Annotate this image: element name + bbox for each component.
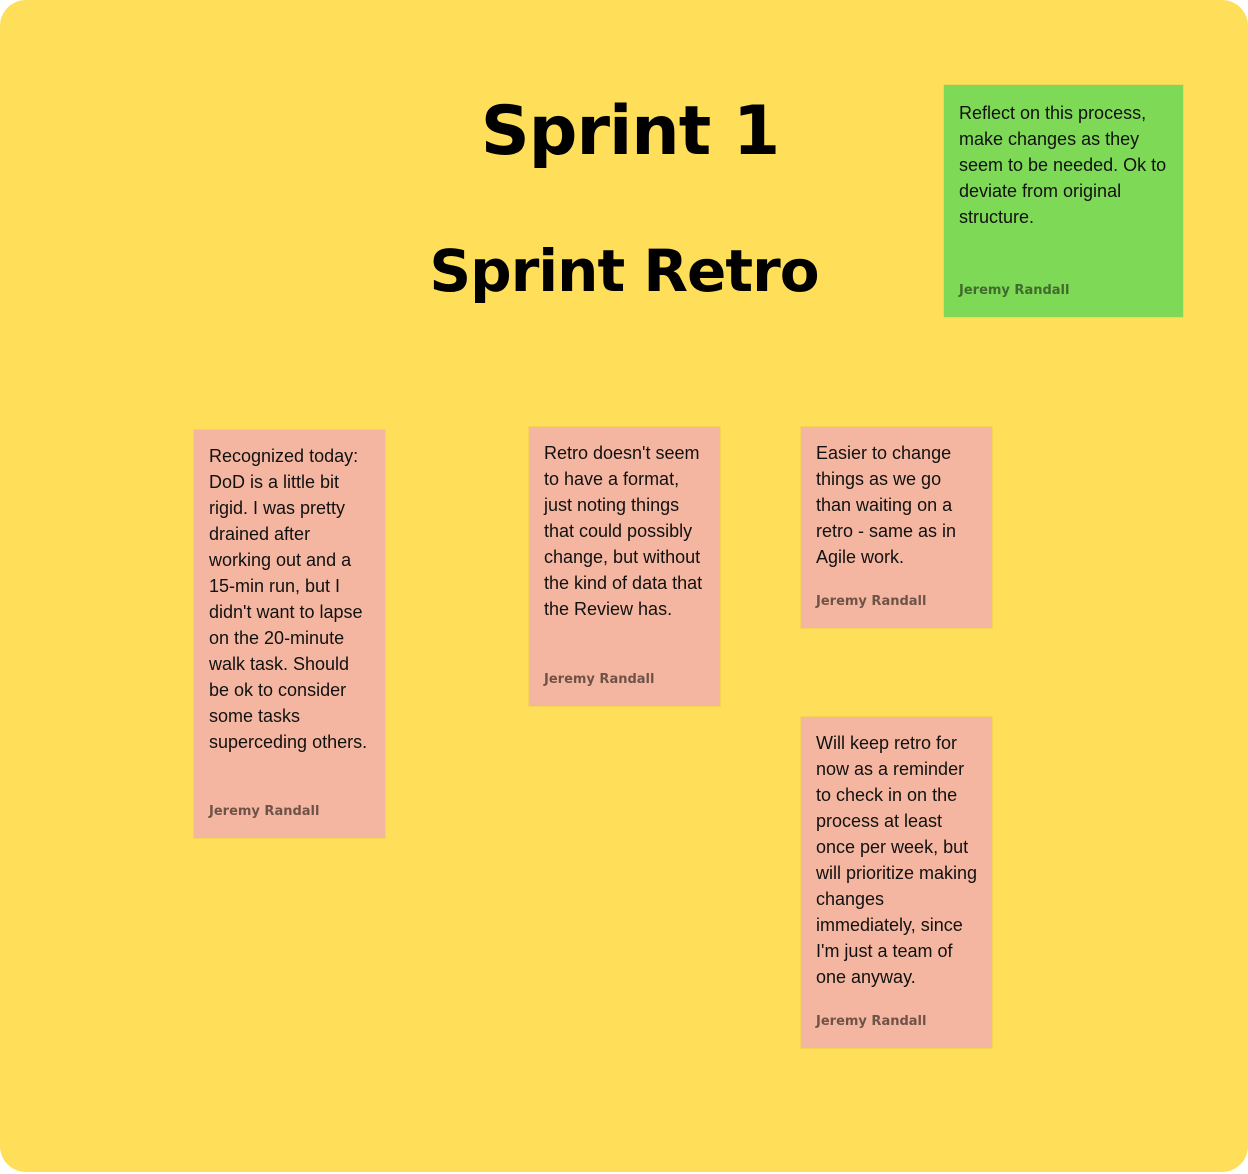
- sticky-note-author: Jeremy Randall: [816, 594, 927, 609]
- sticky-note-change-as-we-go[interactable]: Easier to change things as we go than wa…: [801, 427, 992, 628]
- sticky-note-process-reflection[interactable]: Reflect on this process, make changes as…: [944, 85, 1183, 317]
- sticky-note-author: Jeremy Randall: [209, 804, 320, 819]
- sticky-note-text: Retro doesn't seem to have a format, jus…: [544, 443, 703, 619]
- sticky-note-retro-format[interactable]: Retro doesn't seem to have a format, jus…: [529, 427, 720, 706]
- sticky-note-text: Will keep retro for now as a reminder to…: [816, 733, 978, 987]
- board-subtitle: Sprint Retro: [429, 237, 819, 305]
- sticky-note-dod-rigid[interactable]: Recognized today: DoD is a little bit ri…: [194, 430, 385, 838]
- board-title: Sprint 1: [480, 92, 780, 171]
- sticky-note-text: Easier to change things as we go than wa…: [816, 443, 957, 567]
- sticky-note-author: Jeremy Randall: [959, 283, 1070, 298]
- sticky-note-text: Recognized today: DoD is a little bit ri…: [209, 446, 368, 752]
- sticky-note-keep-retro[interactable]: Will keep retro for now as a reminder to…: [801, 717, 992, 1048]
- sticky-note-author: Jeremy Randall: [544, 672, 655, 687]
- sticky-note-author: Jeremy Randall: [816, 1014, 927, 1029]
- sticky-note-text: Reflect on this process, make changes as…: [959, 103, 1167, 227]
